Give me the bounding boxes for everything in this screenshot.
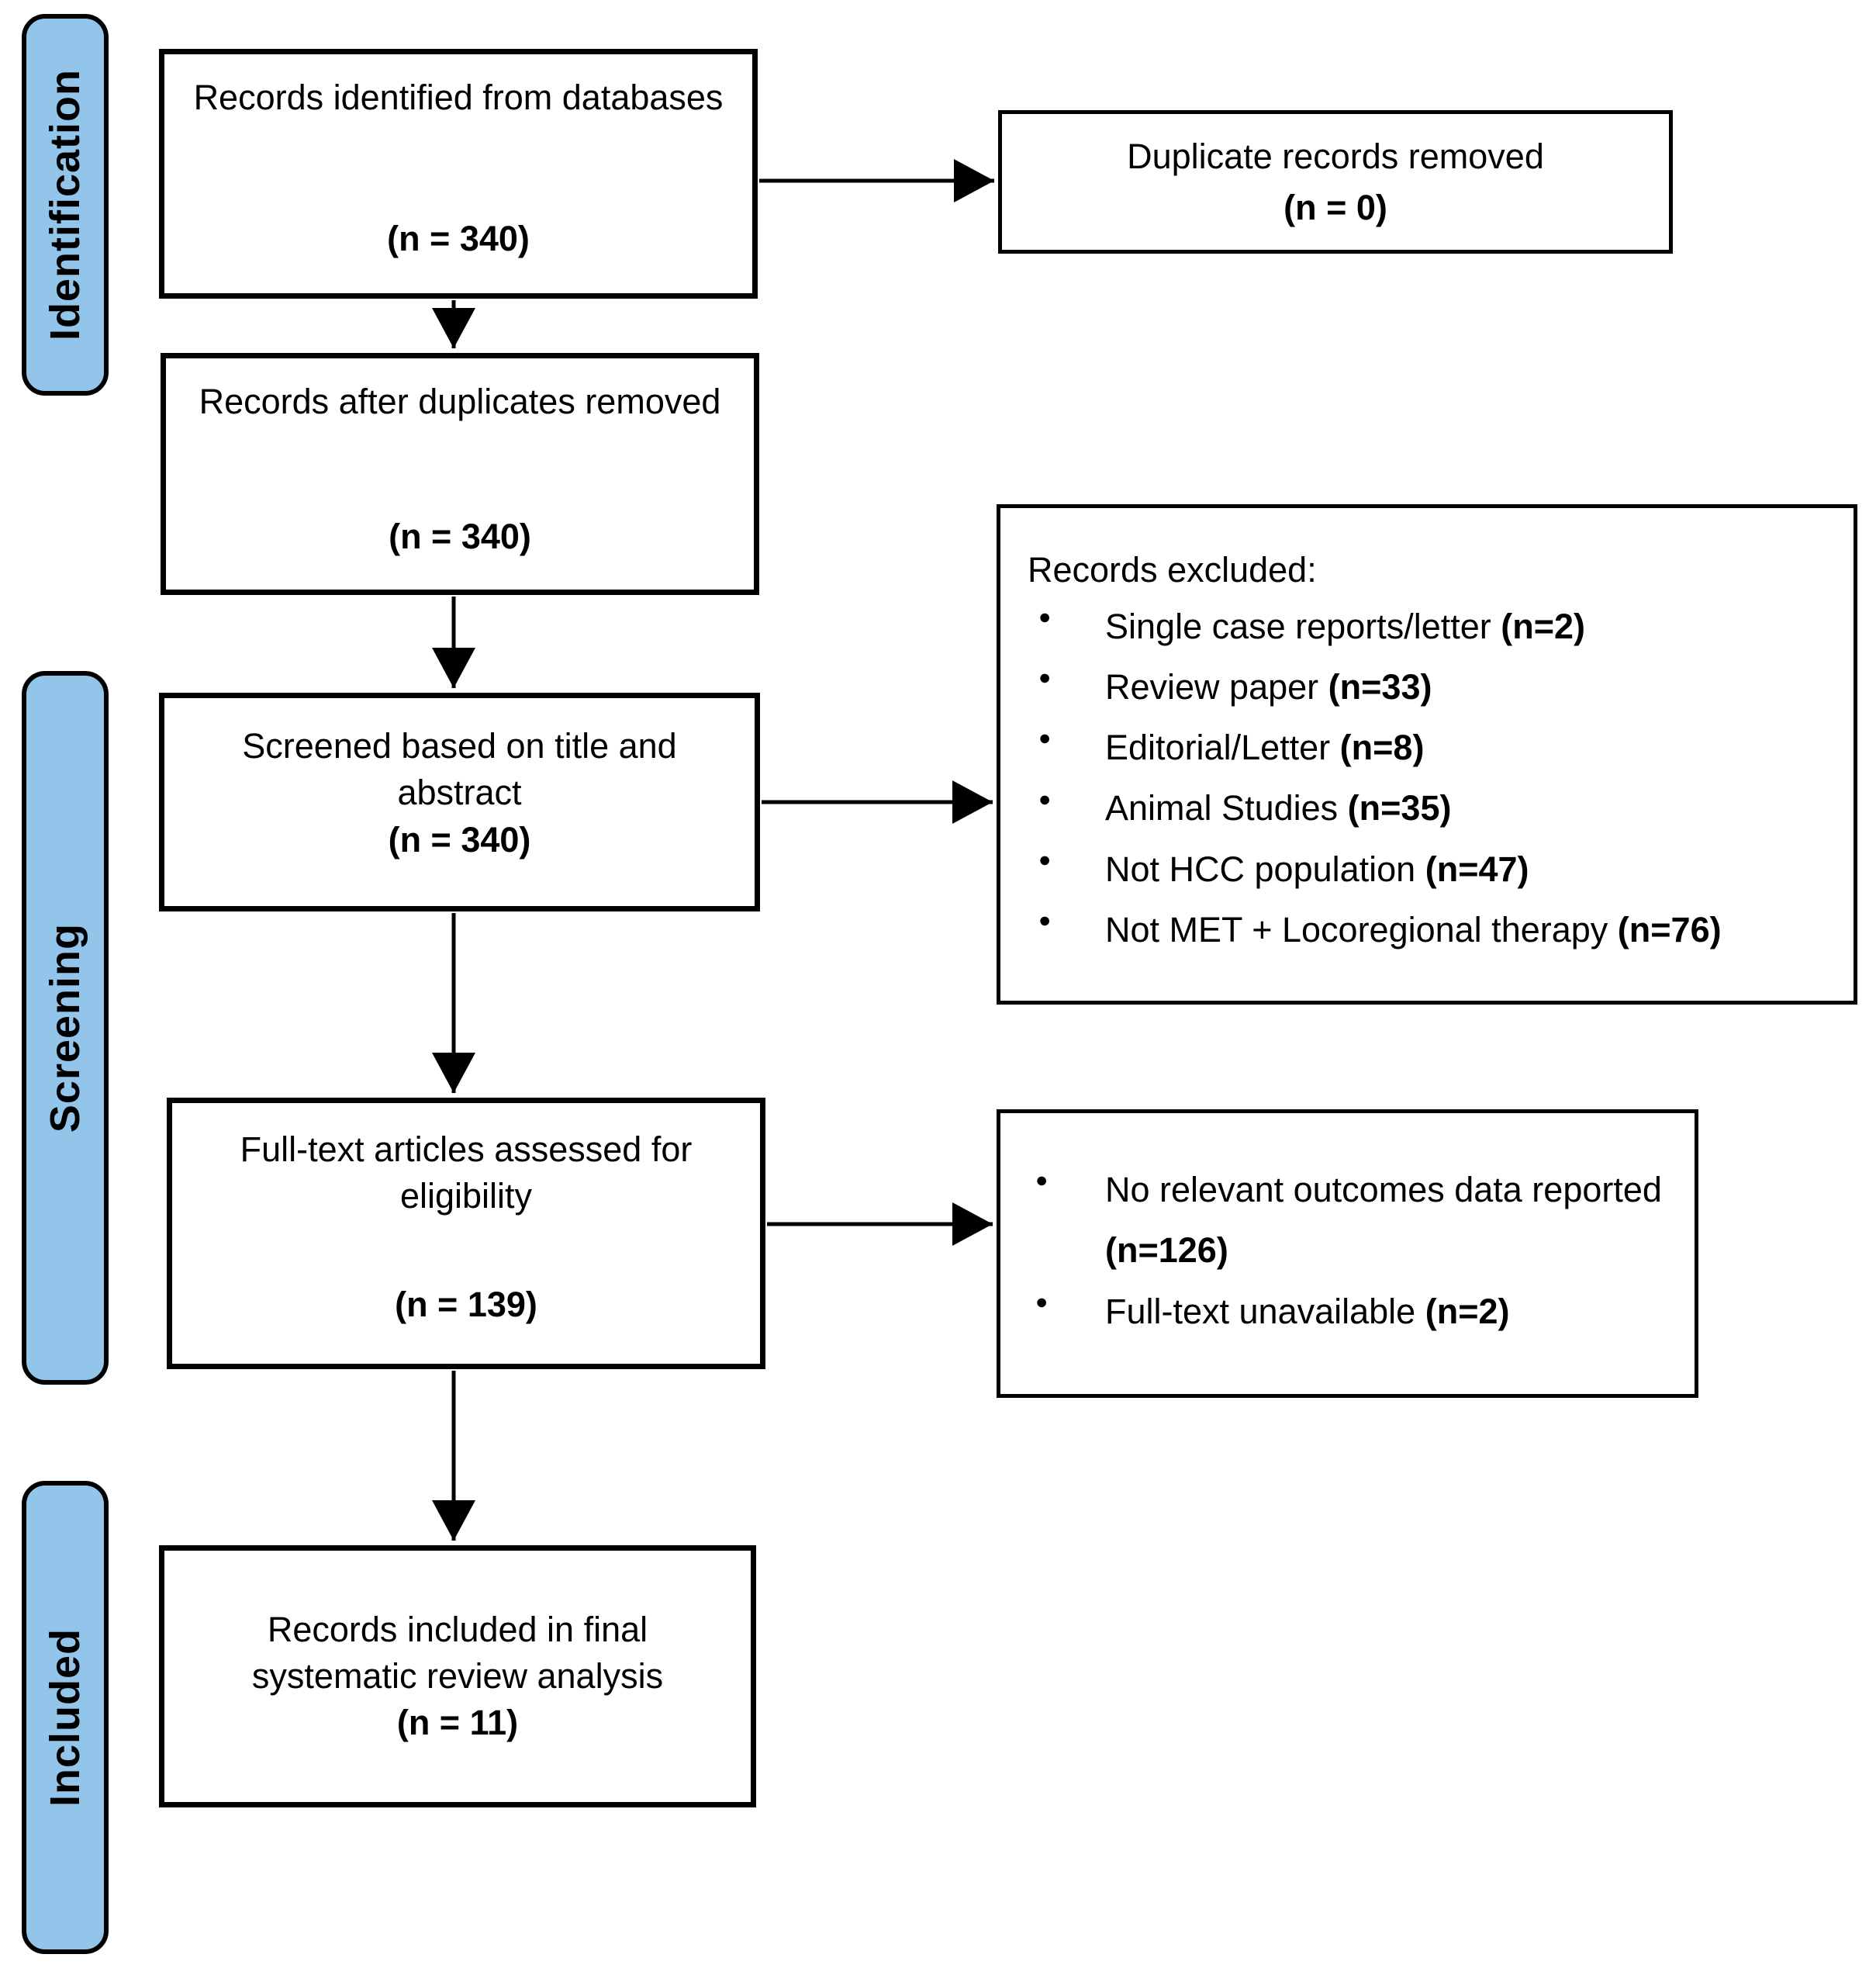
excluded-item: ● Not MET + Locoregional therapy (n=76) (1028, 900, 1722, 960)
excluded-item-label: Single case reports/letter (1105, 606, 1491, 646)
bullet-icon: ● (1035, 1168, 1049, 1192)
stage-bar-screening: Screening (22, 671, 109, 1385)
box-fulltext-assessed-title: Full-text articles assessed for eligibil… (240, 1129, 693, 1216)
box-duplicates-removed-count: (n = 0) (1283, 187, 1387, 227)
box-records-included-count: (n = 11) (396, 1703, 519, 1743)
box-screened-title: Screened based on title and abstract (242, 726, 677, 813)
excluded-item-count: (n=2) (1501, 606, 1586, 646)
stage-label-identification: Identification (42, 69, 88, 341)
box-records-identified: Records identified from databases (n = 3… (159, 49, 758, 299)
stage-label-included: Included (42, 1627, 88, 1807)
box-fulltext-excluded: ● No relevant outcomes data reported (n=… (997, 1109, 1698, 1398)
box-records-included-title: Records included in final systematic rev… (251, 1609, 664, 1696)
box-records-after-duplicates-title: Records after duplicates removed (199, 382, 721, 421)
bullet-icon: ● (1038, 726, 1052, 750)
stage-label-screening: Screening (42, 922, 88, 1133)
excluded-item-label: Animal Studies (1105, 788, 1339, 828)
excluded-item: ● Animal Studies (n=35) (1028, 778, 1722, 839)
excluded-item-count: (n=35) (1347, 788, 1452, 828)
box-records-identified-count: (n = 340) (387, 218, 530, 258)
box-records-after-duplicates: Records after duplicates removed (n = 34… (161, 353, 759, 595)
records-excluded-list: ● Single case reports/letter (n=2) ● Rev… (1028, 597, 1722, 961)
excluded-item-count: (n=76) (1617, 909, 1722, 949)
box-records-included: Records included in final systematic rev… (159, 1545, 756, 1807)
fulltext-excluded-item-label: Full-text unavailable (1105, 1291, 1416, 1331)
bullet-icon: ● (1038, 604, 1052, 628)
stage-bar-identification: Identification (22, 14, 109, 396)
excluded-item: ● Single case reports/letter (n=2) (1028, 597, 1722, 657)
box-duplicates-removed: Duplicate records removed (n = 0) (998, 110, 1673, 254)
box-duplicates-removed-title: Duplicate records removed (1127, 137, 1544, 177)
excluded-item-label: Editorial/Letter (1105, 728, 1331, 768)
excluded-item-count: (n=33) (1328, 666, 1432, 707)
box-fulltext-assessed: Full-text articles assessed for eligibil… (167, 1098, 765, 1369)
excluded-item-count: (n=8) (1339, 728, 1425, 768)
box-screened-title-abstract: Screened based on title and abstract (n … (159, 693, 760, 911)
fulltext-excluded-item-label: No relevant outcomes data reported (1105, 1170, 1662, 1209)
fulltext-excluded-list: ● No relevant outcomes data reported (n=… (1035, 1160, 1673, 1342)
fulltext-excluded-item: ● Full-text unavailable (n=2) (1035, 1282, 1673, 1342)
excluded-item-label: Not MET + Locoregional therapy (1105, 909, 1608, 949)
box-records-excluded: Records excluded: ● Single case reports/… (997, 504, 1857, 1005)
bullet-icon: ● (1038, 908, 1052, 932)
stage-bar-included: Included (22, 1481, 109, 1954)
box-records-identified-title: Records identified from databases (193, 78, 724, 117)
fulltext-excluded-item-count: (n=126) (1105, 1230, 1228, 1271)
excluded-item-label: Review paper (1105, 666, 1319, 707)
box-fulltext-assessed-count: (n = 139) (395, 1284, 537, 1324)
bullet-icon: ● (1038, 666, 1052, 690)
box-records-after-duplicates-count: (n = 340) (389, 516, 531, 556)
bullet-icon: ● (1038, 787, 1052, 811)
excluded-item: ● Review paper (n=33) (1028, 657, 1722, 718)
fulltext-excluded-item: ● No relevant outcomes data reported (n=… (1035, 1160, 1673, 1282)
bullet-icon: ● (1035, 1289, 1049, 1313)
box-screened-count: (n = 340) (388, 819, 531, 860)
fulltext-excluded-item-count: (n=2) (1425, 1291, 1510, 1331)
excluded-item: ● Editorial/Letter (n=8) (1028, 718, 1722, 778)
bullet-icon: ● (1038, 847, 1052, 871)
excluded-item: ● Not HCC population (n=47) (1028, 839, 1722, 900)
excluded-item-label: Not HCC population (1105, 849, 1416, 889)
excluded-item-count: (n=47) (1425, 849, 1529, 889)
records-excluded-heading: Records excluded: (1028, 550, 1317, 590)
